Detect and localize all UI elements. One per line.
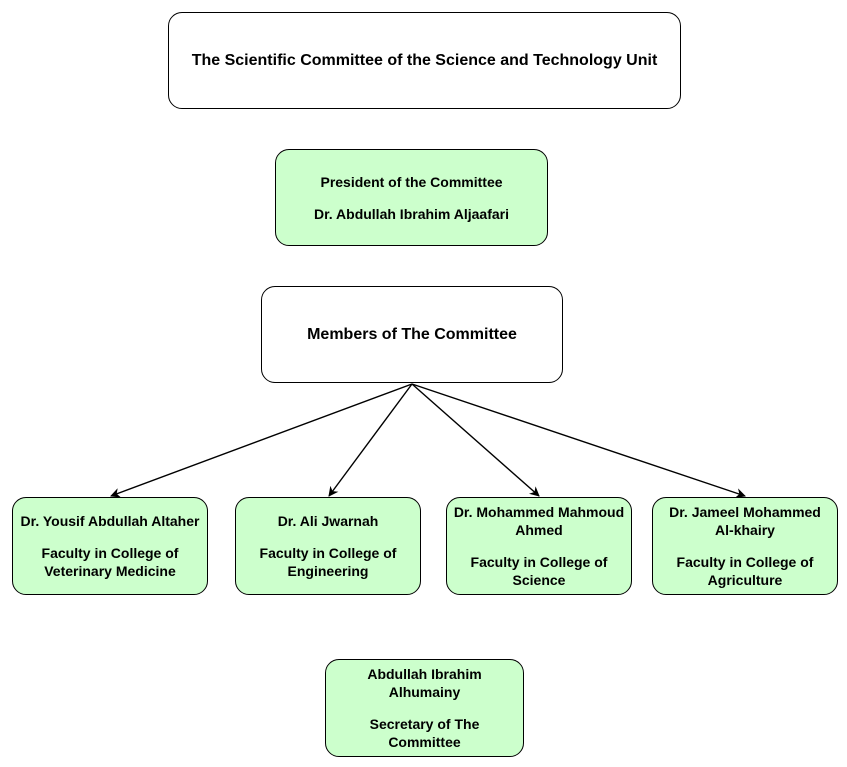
arrow-to-member-1	[110, 383, 413, 498]
member-affiliation: Faculty in College of Agriculture	[676, 554, 814, 588]
member-box: Dr. Yousif Abdullah Altaher Faculty in C…	[12, 497, 208, 595]
president-role: President of the Committee	[320, 173, 503, 190]
member-affiliation: Faculty in College of Science	[470, 554, 608, 588]
secretary-box: Abdullah Ibrahim Alhumainy Secretary of …	[325, 659, 524, 757]
member-box: Dr. Mohammed Mahmoud Ahmed Faculty in Co…	[446, 497, 632, 595]
secretary-role: Secretary of The Committee	[369, 716, 480, 750]
member-name: Dr. Yousif Abdullah Altaher	[20, 513, 200, 529]
member-affiliation: Faculty in College of Veterinary Medicin…	[41, 545, 179, 579]
arrow-to-member-2	[328, 383, 413, 497]
president-name: Dr. Abdullah Ibrahim Aljaafari	[313, 205, 509, 222]
arrow-to-member-3	[411, 383, 540, 497]
members-header: Members of The Committee	[307, 325, 517, 343]
member-name: Dr. Mohammed Mahmoud Ahmed	[453, 504, 625, 538]
arrow-to-member-4	[411, 383, 746, 498]
members-header-box: Members of The Committee	[261, 286, 563, 383]
member-affiliation: Faculty in College of Engineering	[259, 545, 397, 579]
committee-title: The Scientific Committee of the Science …	[191, 51, 658, 69]
member-box: Dr. Jameel Mohammed Al-khairy Faculty in…	[652, 497, 838, 595]
member-name: Dr. Ali Jwarnah	[277, 513, 379, 529]
president-box: President of the Committee Dr. Abdullah …	[275, 149, 548, 246]
member-name: Dr. Jameel Mohammed Al-khairy	[669, 504, 821, 538]
committee-title-box: The Scientific Committee of the Science …	[168, 12, 681, 109]
secretary-name: Abdullah Ibrahim Alhumainy	[367, 666, 482, 700]
member-box: Dr. Ali Jwarnah Faculty in College of En…	[235, 497, 421, 595]
